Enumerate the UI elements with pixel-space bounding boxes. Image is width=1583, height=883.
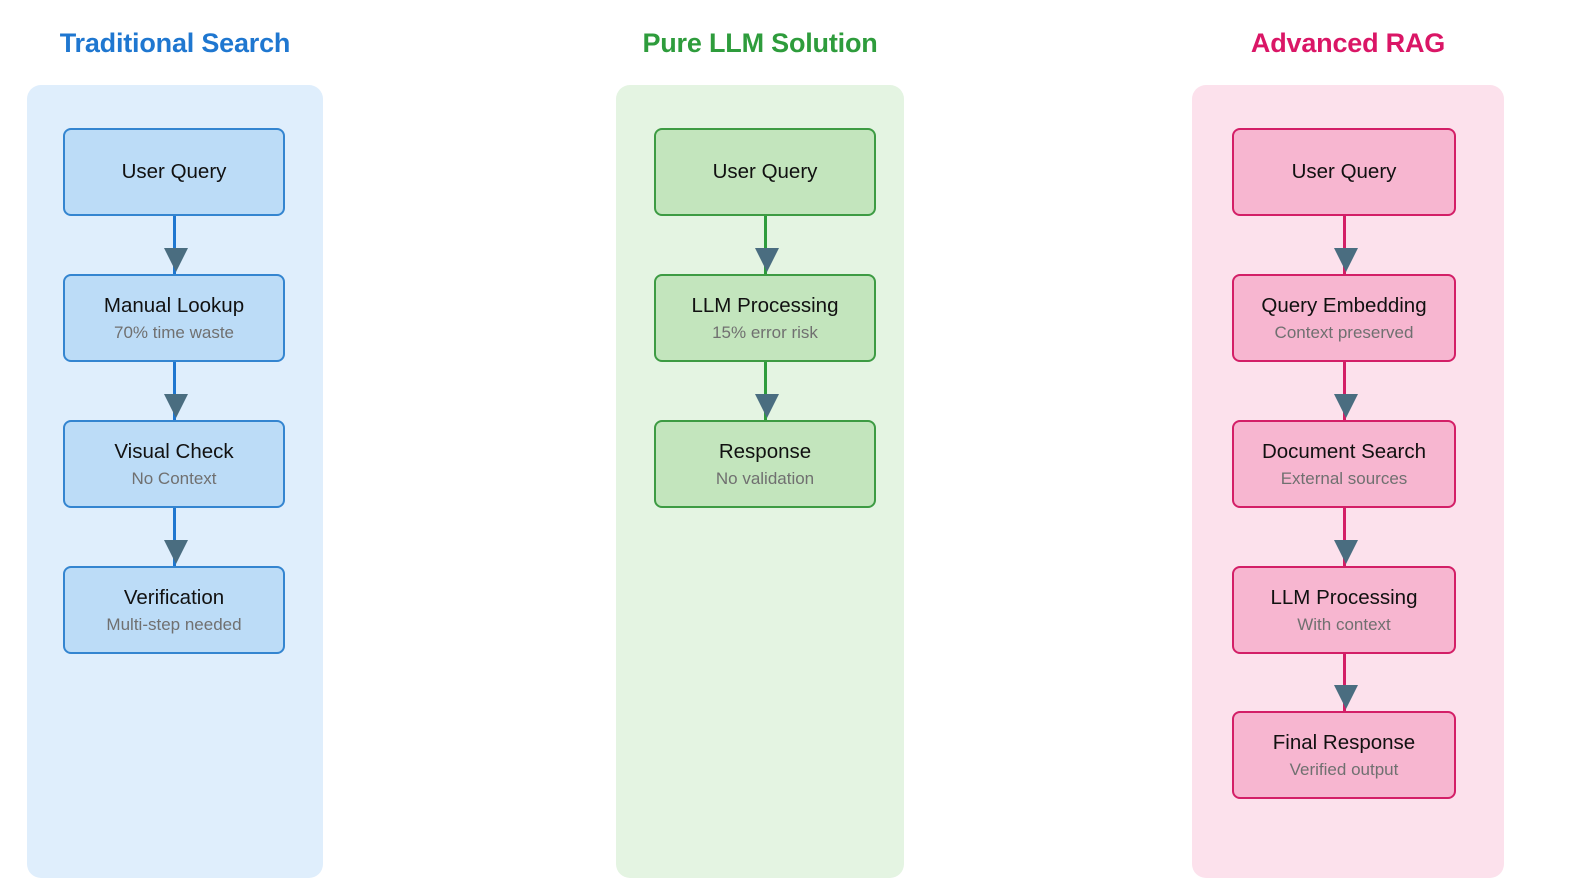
arrowhead-icon (163, 540, 188, 564)
arrowhead-icon (754, 394, 779, 418)
edge-line (1342, 654, 1346, 711)
node-title: Final Response (1272, 730, 1416, 754)
node-pure-llm-solution-1[interactable]: User Query (654, 128, 876, 216)
node-title: User Query (121, 160, 227, 183)
edge-line (1342, 216, 1346, 274)
column-title-advanced-rag: Advanced RAG (1250, 28, 1446, 58)
node-subtitle: No validation (715, 468, 815, 488)
edge-line (763, 362, 767, 420)
edge-line (763, 216, 767, 274)
node-title: LLM Processing (691, 293, 839, 317)
arrowhead-icon (1333, 540, 1358, 564)
node-pure-llm-solution-2[interactable]: LLM Processing 15% error risk (654, 274, 876, 362)
arrowhead-icon (1333, 248, 1358, 272)
node-subtitle: External sources (1280, 468, 1408, 488)
node-subtitle: 70% time waste (114, 322, 234, 342)
node-title: Document Search (1261, 439, 1427, 463)
node-subtitle: Verified output (1289, 759, 1399, 779)
node-title: LLM Processing (1270, 585, 1418, 609)
column-title-pure-llm-solution: Pure LLM Solution (642, 28, 878, 58)
node-subtitle: No Context (131, 468, 217, 488)
arrowhead-icon (163, 394, 188, 418)
node-traditional-search-1[interactable]: User Query (63, 128, 285, 216)
node-subtitle: Multi-step needed (106, 614, 242, 634)
node-subtitle: 15% error risk (712, 322, 818, 342)
arrowhead-icon (754, 248, 779, 272)
node-traditional-search-2[interactable]: Manual Lookup 70% time waste (63, 274, 285, 362)
node-pure-llm-solution-3[interactable]: Response No validation (654, 420, 876, 508)
edge-line (172, 508, 176, 566)
arrowhead-icon (163, 248, 188, 272)
column-title-traditional-search: Traditional Search (59, 28, 291, 58)
edge-line (172, 362, 176, 420)
node-title: Manual Lookup (103, 293, 245, 317)
node-title: User Query (712, 160, 818, 183)
edge-line (172, 216, 176, 274)
node-subtitle: Context preserved (1274, 322, 1414, 342)
node-title: Verification (123, 585, 225, 609)
node-title: Query Embedding (1261, 293, 1427, 317)
edge-line (1342, 362, 1346, 420)
node-title: User Query (1291, 160, 1397, 183)
arrowhead-icon (1333, 685, 1358, 709)
node-title: Response (718, 439, 812, 463)
arrowhead-icon (1333, 394, 1358, 418)
node-advanced-rag-1[interactable]: User Query (1232, 128, 1456, 216)
node-title: Visual Check (114, 439, 234, 463)
edge-line (1342, 508, 1346, 566)
node-traditional-search-3[interactable]: Visual Check No Context (63, 420, 285, 508)
node-subtitle: With context (1297, 614, 1391, 634)
